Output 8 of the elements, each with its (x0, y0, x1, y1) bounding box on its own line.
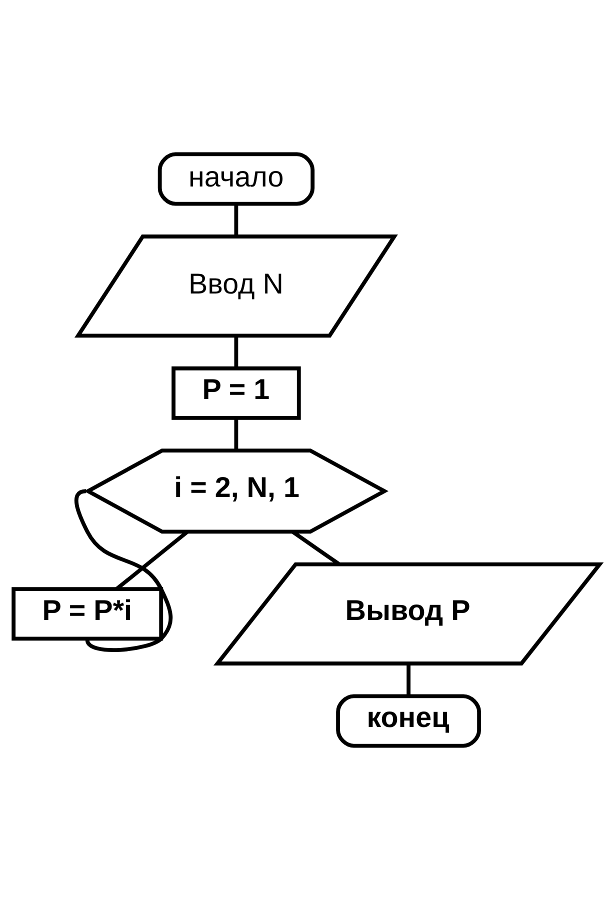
node-box: P = P*i (12, 587, 164, 641)
node-box: начало (158, 152, 315, 206)
connector (234, 336, 238, 368)
connector (234, 418, 238, 451)
node-box: P = 1 (172, 366, 301, 420)
connector (406, 664, 411, 696)
connector (234, 204, 238, 236)
node-box: конец (336, 694, 482, 748)
